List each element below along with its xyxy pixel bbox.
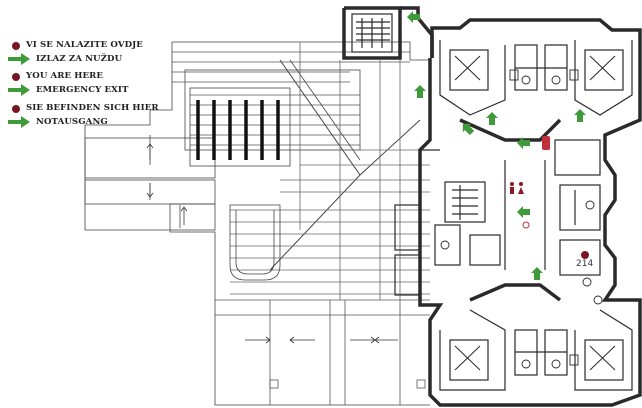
legend-exit-hr: IZLAZ ZA NUŽDU xyxy=(8,53,122,65)
exit-arrow-icon xyxy=(574,109,586,122)
you-are-here-icon xyxy=(12,104,20,113)
legend-you-are-here-en: YOU ARE HERE xyxy=(8,71,103,82)
legend-label: NOTAUSGANG xyxy=(36,116,108,127)
left-structure xyxy=(84,41,431,406)
symbols xyxy=(510,136,589,259)
legend-label: VI SE NALAZITE OVDJE xyxy=(26,40,143,50)
restroom-icon xyxy=(510,182,524,194)
exit-arrow-icon xyxy=(414,85,426,98)
legend-exit-de: NOTAUSGANG xyxy=(8,116,108,128)
exit-arrows xyxy=(407,11,586,280)
legend-label: IZLAZ ZA NUŽDU xyxy=(36,53,123,64)
you-are-here-marker-alt xyxy=(522,221,530,229)
exit-arrow-icon xyxy=(8,84,30,96)
legend-exit-en: EMERGENCY EXIT xyxy=(8,84,129,96)
legend-you-are-here-hr: VI SE NALAZITE OVDJE xyxy=(8,40,143,51)
you-are-here-marker xyxy=(581,251,589,259)
exit-arrow-icon xyxy=(486,112,498,125)
legend-you-are-here-de: SIE BEFINDEN SICH HIER xyxy=(8,103,159,114)
legend-label: YOU ARE HERE xyxy=(26,71,104,81)
hotel-floor xyxy=(342,6,642,407)
exit-arrow-icon xyxy=(8,53,30,65)
you-are-here-icon xyxy=(12,41,20,50)
you-are-here-icon xyxy=(12,72,20,81)
legend-label: SIE BEFINDEN SICH HIER xyxy=(26,103,159,113)
exit-arrow-icon xyxy=(517,206,530,218)
room-number: 214 xyxy=(576,259,594,269)
legend-label: EMERGENCY EXIT xyxy=(36,84,129,95)
exit-arrow-icon xyxy=(531,267,543,280)
exit-arrow-icon xyxy=(8,116,30,128)
fire-extinguisher-icon xyxy=(542,136,550,150)
